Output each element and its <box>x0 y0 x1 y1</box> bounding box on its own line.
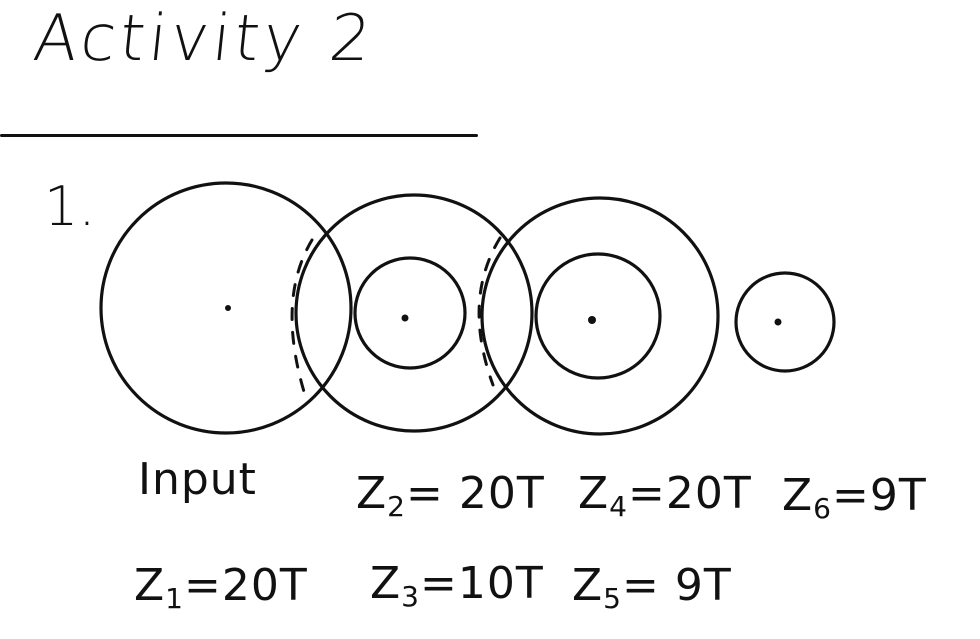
centre-z4z5 <box>588 316 596 324</box>
label-z5: Z5= 9T <box>572 560 732 615</box>
gear-z2 <box>294 193 534 433</box>
question-number: 1. <box>44 175 96 238</box>
label-input: Input <box>138 454 257 505</box>
label-z3: Z3=10T <box>370 558 544 613</box>
centre-z1 <box>225 305 231 311</box>
label-z1: Z1=20T <box>134 560 308 615</box>
label-z4: Z4=20T <box>578 468 752 523</box>
hidden-edge-z2 <box>290 238 314 397</box>
centre-z6 <box>774 318 782 326</box>
centre-z2z3 <box>401 314 409 322</box>
gear-z6 <box>734 271 836 373</box>
gear-z1 <box>99 181 353 435</box>
label-z6: Z6=9T <box>782 470 927 525</box>
gear-z4 <box>480 196 720 436</box>
gear-z3 <box>353 256 467 370</box>
label-z2: Z2= 20T <box>356 468 545 523</box>
hidden-edge-z4 <box>477 236 502 387</box>
title-underline <box>0 134 478 137</box>
gear-z5 <box>534 252 662 380</box>
